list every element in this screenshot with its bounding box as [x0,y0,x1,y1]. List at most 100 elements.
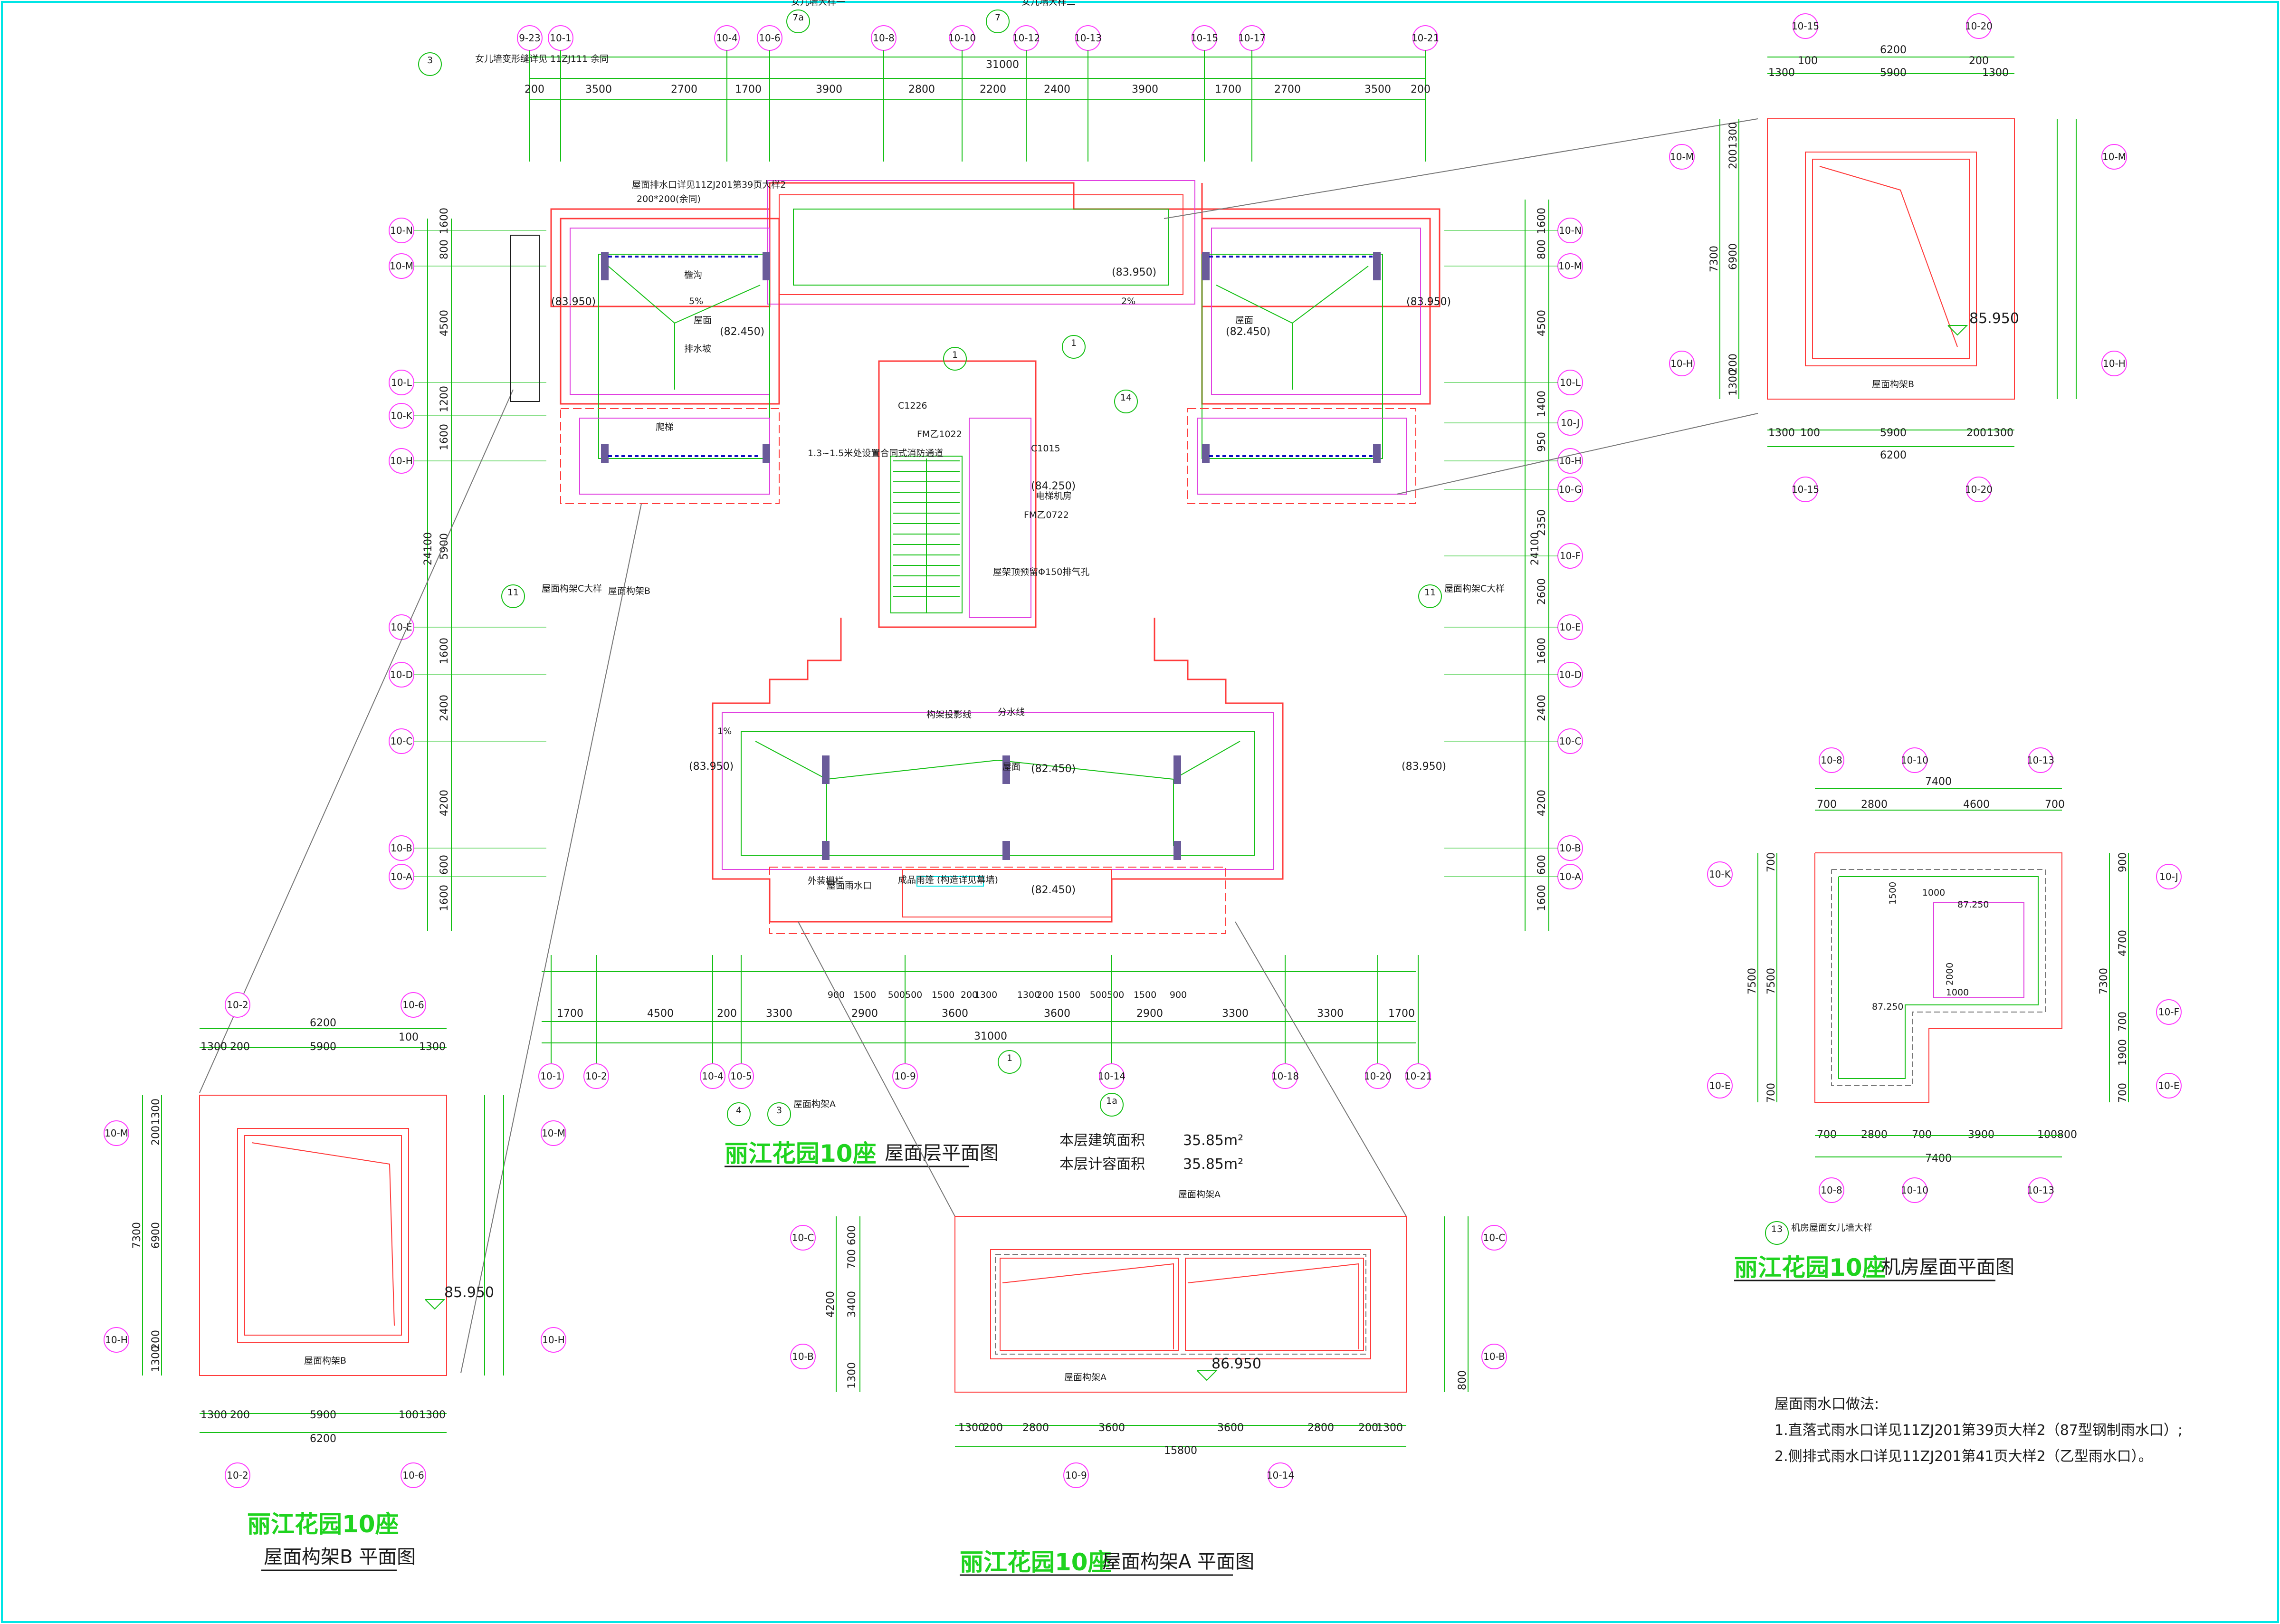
frame-a-elev: 86.950 [1212,1356,1261,1372]
frame-b-bottom-axis-3 [104,1327,129,1353]
plan-label-17: 屋面构架C大样 [542,583,602,594]
index-mark-0 [418,52,442,76]
plan-elev-6: (82.450) [1226,326,1270,338]
frame-b-top-topdim-0: 6200 [1880,44,1907,56]
top-total-dimension: 31000 [986,59,1019,71]
bottom-axis-5-label: 10-14 [1098,1070,1126,1082]
frame-b-bottom-axis-7-label: 10-6 [402,1470,424,1481]
frame-b-bottom-bottomdim-3: 100 [399,1409,419,1421]
right-dim-3: 1400 [1536,391,1548,417]
machine-topdim-4: 700 [2045,799,2065,811]
machine-axis-left-1 [1707,1073,1733,1099]
left-axis-8-label: 10-B [391,842,412,854]
bottom-dim-5: 3600 [942,1008,968,1020]
index-mark-10-label: 1 [1007,1053,1012,1063]
machine-room-subtitle: 机房屋面平面图 [1881,1256,2014,1278]
frame-b-bottom-axis-1 [401,992,426,1018]
frame-b-bottom-bottomdim-4: 1300 [419,1409,446,1421]
bottom-axis-3-label: 10-5 [730,1070,752,1082]
right-dim-9: 4200 [1536,790,1548,816]
frame-b-top-topdim-1: 100 [1798,55,1818,67]
frame-b-top-axis-l0 [1669,144,1695,170]
bottom-upper-dim-9: 500500 [1090,990,1125,1000]
bottom-upper-dim-5: 1300 [974,990,997,1000]
machine-axis-left-0-label: 10-K [1709,869,1731,880]
right-axis-3-label: 10-J [1561,417,1580,429]
bottom-axis-1 [583,1063,609,1089]
right-dim-6: 2600 [1536,578,1548,605]
index-mark-11 [1100,1093,1124,1117]
machine-elev-1: 87.250 [1957,899,1989,910]
bottom-dim-1: 4500 [647,1008,674,1020]
top-axis-5-label: 10-10 [948,32,976,44]
top-axis-3-label: 10-6 [759,32,780,44]
top-dim-10: 2700 [1274,84,1301,96]
plan-label-27: 女儿墙变形缝详见 11ZJ111 余同 [475,54,609,64]
frame-b-bottom-sidedim-2: 6900 [150,1222,162,1249]
index-mark-1 [786,10,810,33]
frame-b-bottom-bottomdim-5: 6200 [310,1433,336,1445]
frame-a-total: 15800 [1164,1445,1197,1457]
frame-b-bottom-bottomdim-2: 5900 [310,1409,336,1421]
plan-label-10: 200*200(余同) [637,194,701,204]
right-axis-bubbles: 10-N10-M10-L10-J10-H10-G10-F10-E10-D10-C… [1444,218,1583,889]
bottom-axis-2 [700,1063,725,1089]
index-mark-8 [727,1102,751,1126]
frame-b-bottom-topdim-1: 1300 [200,1041,227,1053]
bottom-axis-0 [538,1063,564,1089]
plan-label-25: 女儿墙大样一 [791,0,845,7]
plan-label-26: 女儿墙大样二 [1021,0,1076,7]
top-dim-9: 1700 [1215,84,1241,96]
bottom-upper-dim-4: 200 [961,990,978,1000]
frame-a-sidedim-1: 700 [846,1249,858,1269]
frame-a-bottomdim-5: 2800 [1307,1422,1334,1434]
index-mark-3-label: 1 [952,350,958,360]
frame-b-bottom-topdim-5: 1300 [419,1041,446,1053]
left-total-dimension: 24100 [422,532,434,565]
frame-a-sidedim-3: 4200 [825,1291,837,1318]
left-wing [560,218,780,405]
frame-b-top-bottomdim-0: 1300 [1768,427,1795,439]
frame-b-top-bottomdim-2: 5900 [1880,427,1907,439]
index-mark-8-label: 4 [736,1105,742,1116]
plan-label-30: 屋架顶预留Φ150排气孔 [993,567,1089,577]
right-dim-1: 800 [1536,239,1548,259]
frame-b-bottom-bottomdim-0: 1300 [200,1409,227,1421]
bottom-total-dimension: 31000 [974,1031,1007,1042]
left-axis-1-label: 10-M [390,260,413,272]
index-mark-6-label: 11 [507,587,519,598]
frame-b-top-inner-label: 屋面构架B [1872,379,1914,390]
frame-b-top-sidedim-5: 1300 [1727,369,1739,396]
left-dim-8: 4200 [439,790,450,816]
machine-axis-top-2-label: 10-13 [2027,755,2054,766]
plan-elev-5: (82.450) [720,326,764,338]
frame-b-bottom-axis-6-label: 10-2 [227,1470,248,1481]
bottom-axis-4 [892,1063,918,1089]
machine-topdim-2: 2800 [1861,799,1888,811]
bottom-axis-6 [1272,1063,1298,1089]
frame-b-top-axis-r1-label: 10-H [2103,358,2126,369]
index-mark-2 [986,10,1010,33]
index-mark-9 [767,1102,791,1126]
plan-annotations: 屋面屋面屋面檐沟分水线构架投影线排水坡爬梯电梯机房屋面排水口详见11ZJ201第… [475,0,1505,1200]
index-mark-4 [1062,335,1086,359]
frame-a-bottomdim-0: 1300 [958,1422,985,1434]
right-axis-0-label: 10-N [1559,225,1582,236]
machine-axis-right-2 [2156,1073,2182,1099]
bottom-axis-0-label: 10-1 [540,1070,562,1082]
top-dim-6: 2200 [980,84,1006,96]
stair-core-top [767,180,1195,305]
frame-b-bottom-sidedim-0: 1300 [150,1099,162,1125]
top-axis-0-label: 9-23 [519,32,540,44]
machine-sidedim-6: 7300 [2098,968,2110,994]
left-axis-9-label: 10-A [391,871,412,882]
machine-axis-right-0-label: 10-J [2159,871,2178,882]
index-mark-1-label: 7a [792,12,804,23]
frame-b-top-bottomdim-1: 100 [1800,427,1820,439]
